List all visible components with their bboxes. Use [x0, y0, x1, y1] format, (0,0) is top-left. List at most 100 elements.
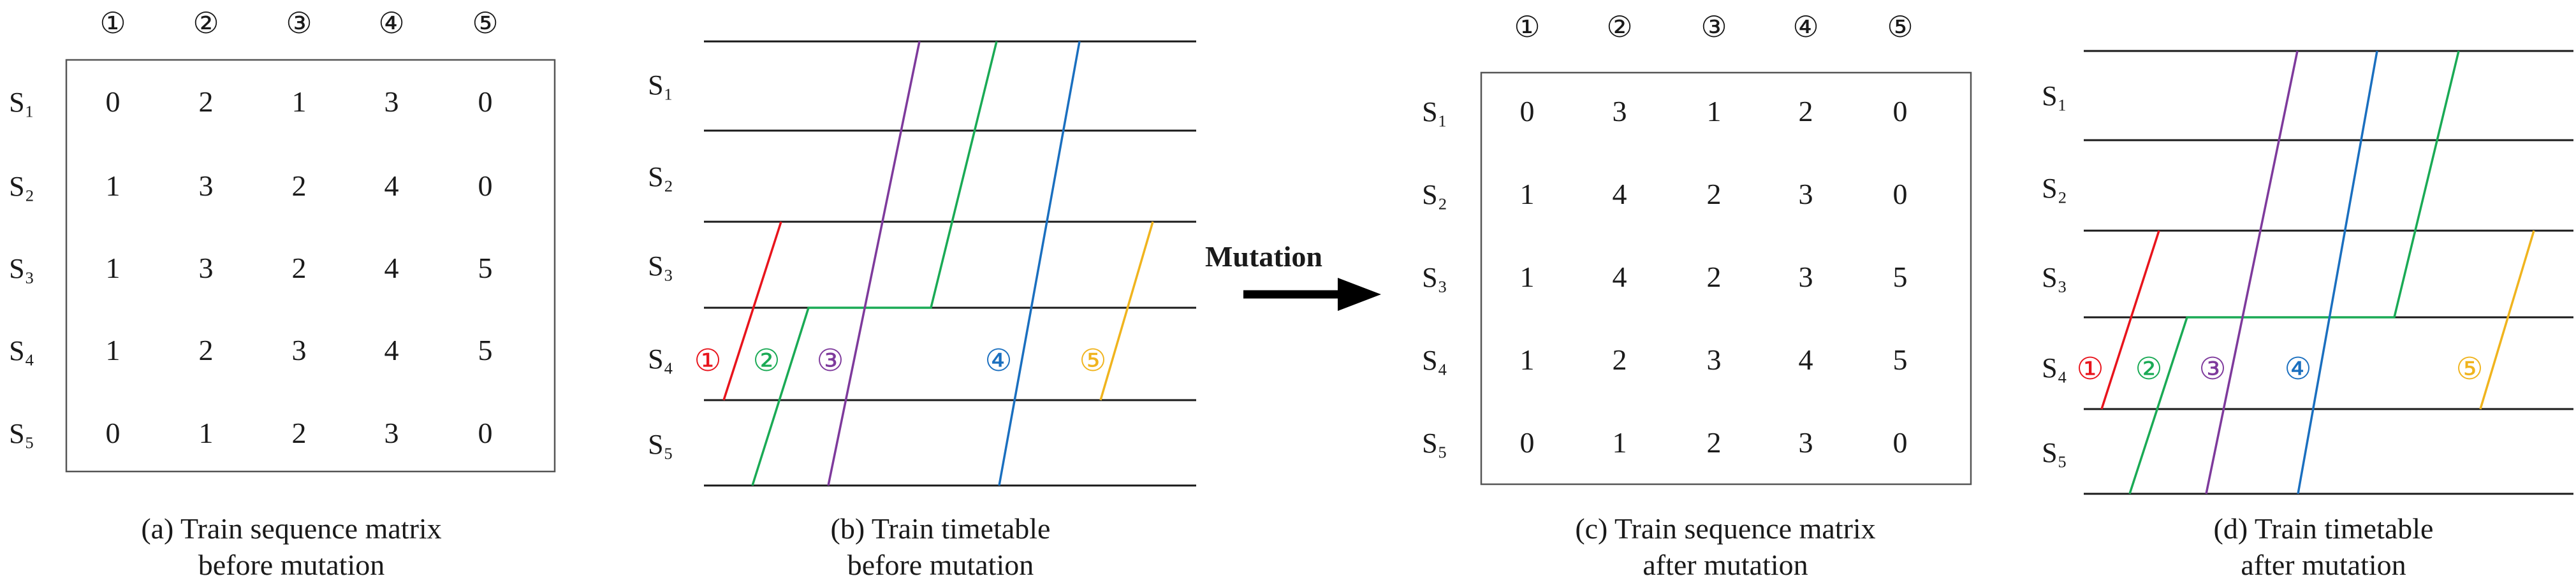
cell-c-2-1: 1 [1520, 178, 1535, 210]
cell-c-2-3: 2 [1707, 178, 1722, 210]
train-label-b-1: ① [694, 344, 721, 378]
cell-a-1-1: 0 [106, 85, 121, 118]
cell-c-4-1: 1 [1520, 343, 1535, 376]
row-label-a-s2: S₂ [9, 171, 34, 202]
cell-a-2-4: 4 [384, 169, 399, 202]
cell-c-4-4: 4 [1799, 343, 1813, 376]
cell-a-3-1: 1 [106, 252, 121, 284]
mutation-arrow-head [1338, 278, 1381, 311]
cell-c-2-2: 4 [1613, 178, 1627, 210]
station-label-d-s3: S₃ [2042, 262, 2067, 293]
mutation-arrow-label: Mutation [1205, 240, 1322, 273]
station-label-b-s3: S₃ [648, 250, 673, 282]
cell-a-4-2: 2 [199, 334, 214, 366]
cell-a-3-4: 4 [384, 252, 399, 284]
col-header-a-5: ⑤ [472, 7, 498, 40]
train-label-b-5: ⑤ [1079, 344, 1106, 378]
col-header-c-2: ② [1606, 11, 1632, 43]
cell-a-2-5: 0 [478, 169, 493, 202]
cell-c-1-5: 0 [1893, 95, 1908, 127]
cell-a-1-2: 2 [199, 85, 214, 118]
train-path-d-5 [2479, 230, 2535, 410]
col-header-c-5: ⑤ [1887, 11, 1913, 43]
caption-b-line2: before mutation [847, 549, 1034, 581]
row-label-c-s4: S₄ [1422, 345, 1447, 376]
cell-c-1-1: 0 [1520, 95, 1535, 127]
row-label-c-s5: S₅ [1422, 428, 1447, 459]
cell-c-3-2: 4 [1613, 261, 1627, 293]
cell-a-3-2: 3 [199, 252, 214, 284]
station-label-b-s4: S₄ [648, 343, 673, 375]
train-label-d-2: ② [2135, 352, 2162, 386]
col-header-a-3: ③ [286, 7, 312, 40]
station-label-d-s2: S₂ [2042, 173, 2067, 204]
train-label-b-4: ④ [984, 344, 1012, 378]
col-header-c-4: ④ [1792, 11, 1819, 43]
panel-b-train-timetable-before: S₁ S₂ S₃ S₄ S₅ ① ② ③ ④ ⑤ (b) Train timet… [648, 40, 1196, 581]
train-label-b-3: ③ [816, 344, 844, 378]
row-label-a-s5: S₅ [9, 418, 34, 449]
col-header-a-2: ② [193, 7, 219, 40]
cell-a-4-5: 5 [478, 334, 493, 366]
train-path-b-5 [1099, 221, 1154, 401]
cell-c-1-3: 1 [1707, 95, 1722, 127]
cell-a-4-3: 3 [292, 334, 307, 366]
cell-a-5-4: 3 [384, 417, 399, 449]
train-label-d-5: ⑤ [2455, 352, 2483, 386]
station-label-d-s5: S₅ [2042, 437, 2067, 468]
cell-c-2-5: 0 [1893, 178, 1908, 210]
caption-d-line2: after mutation [2241, 549, 2406, 581]
row-label-c-s1: S₁ [1422, 96, 1447, 127]
cell-c-3-4: 3 [1799, 261, 1813, 293]
train-label-b-2: ② [752, 344, 780, 378]
col-header-c-3: ③ [1701, 11, 1727, 43]
cell-c-4-3: 3 [1707, 343, 1722, 376]
cell-a-5-5: 0 [478, 417, 493, 449]
cell-c-2-4: 3 [1799, 178, 1813, 210]
cell-c-5-3: 2 [1707, 426, 1722, 459]
panel-a-train-sequence-matrix-before: ① ② ③ ④ ⑤ S₁ S₂ S₃ S₄ S₅ 0 2 1 3 0 1 3 2… [9, 7, 556, 581]
train-path-b-4 [998, 41, 1081, 486]
cell-c-5-5: 0 [1893, 426, 1908, 459]
col-header-c-1: ① [1514, 11, 1540, 43]
caption-c-line1: (c) Train sequence matrix [1575, 512, 1875, 545]
caption-b-line1: (b) Train timetable [831, 512, 1051, 545]
cell-a-5-1: 0 [106, 417, 121, 449]
train-path-b-2 [751, 41, 998, 486]
cell-a-5-2: 1 [199, 417, 214, 449]
cell-a-1-5: 0 [478, 85, 493, 118]
cell-c-3-3: 2 [1707, 261, 1722, 293]
train-label-d-3: ③ [2199, 352, 2226, 386]
station-label-b-s1: S₁ [648, 69, 673, 101]
train-path-d-1 [2100, 230, 2160, 410]
train-path-d-4 [2297, 50, 2378, 494]
cell-a-4-4: 4 [384, 334, 399, 366]
panel-c-train-sequence-matrix-after: ① ② ③ ④ ⑤ S₁ S₂ S₃ S₄ S₅ 0 3 1 2 0 1 4 2… [1422, 11, 1972, 581]
train-path-d-2 [2128, 50, 2460, 494]
cell-a-4-1: 1 [106, 334, 121, 366]
cell-c-3-5: 5 [1893, 261, 1908, 293]
station-label-b-s2: S₂ [648, 161, 673, 192]
row-label-a-s4: S₄ [9, 335, 34, 366]
station-label-b-s5: S₅ [648, 429, 673, 460]
cell-a-1-3: 1 [292, 85, 307, 118]
caption-a-line2: before mutation [198, 549, 385, 581]
row-label-c-s2: S₂ [1422, 179, 1447, 210]
cell-c-1-2: 3 [1613, 95, 1627, 127]
train-path-d-3 [2205, 50, 2299, 494]
cell-a-3-5: 5 [478, 252, 493, 284]
train-path-b-3 [827, 41, 921, 486]
caption-a-line1: (a) Train sequence matrix [141, 512, 441, 545]
col-header-a-4: ④ [378, 7, 404, 40]
mutation-arrow: Mutation [1205, 240, 1381, 311]
matrix-a-border [65, 59, 556, 473]
caption-c-line2: after mutation [1643, 549, 1808, 581]
cell-c-4-5: 5 [1893, 343, 1908, 376]
cell-a-5-3: 2 [292, 417, 307, 449]
cell-c-3-1: 1 [1520, 261, 1535, 293]
train-path-b-1 [722, 221, 782, 401]
train-label-d-1: ① [2076, 352, 2104, 386]
cell-a-2-3: 2 [292, 169, 307, 202]
row-label-a-s1: S₁ [9, 87, 34, 118]
